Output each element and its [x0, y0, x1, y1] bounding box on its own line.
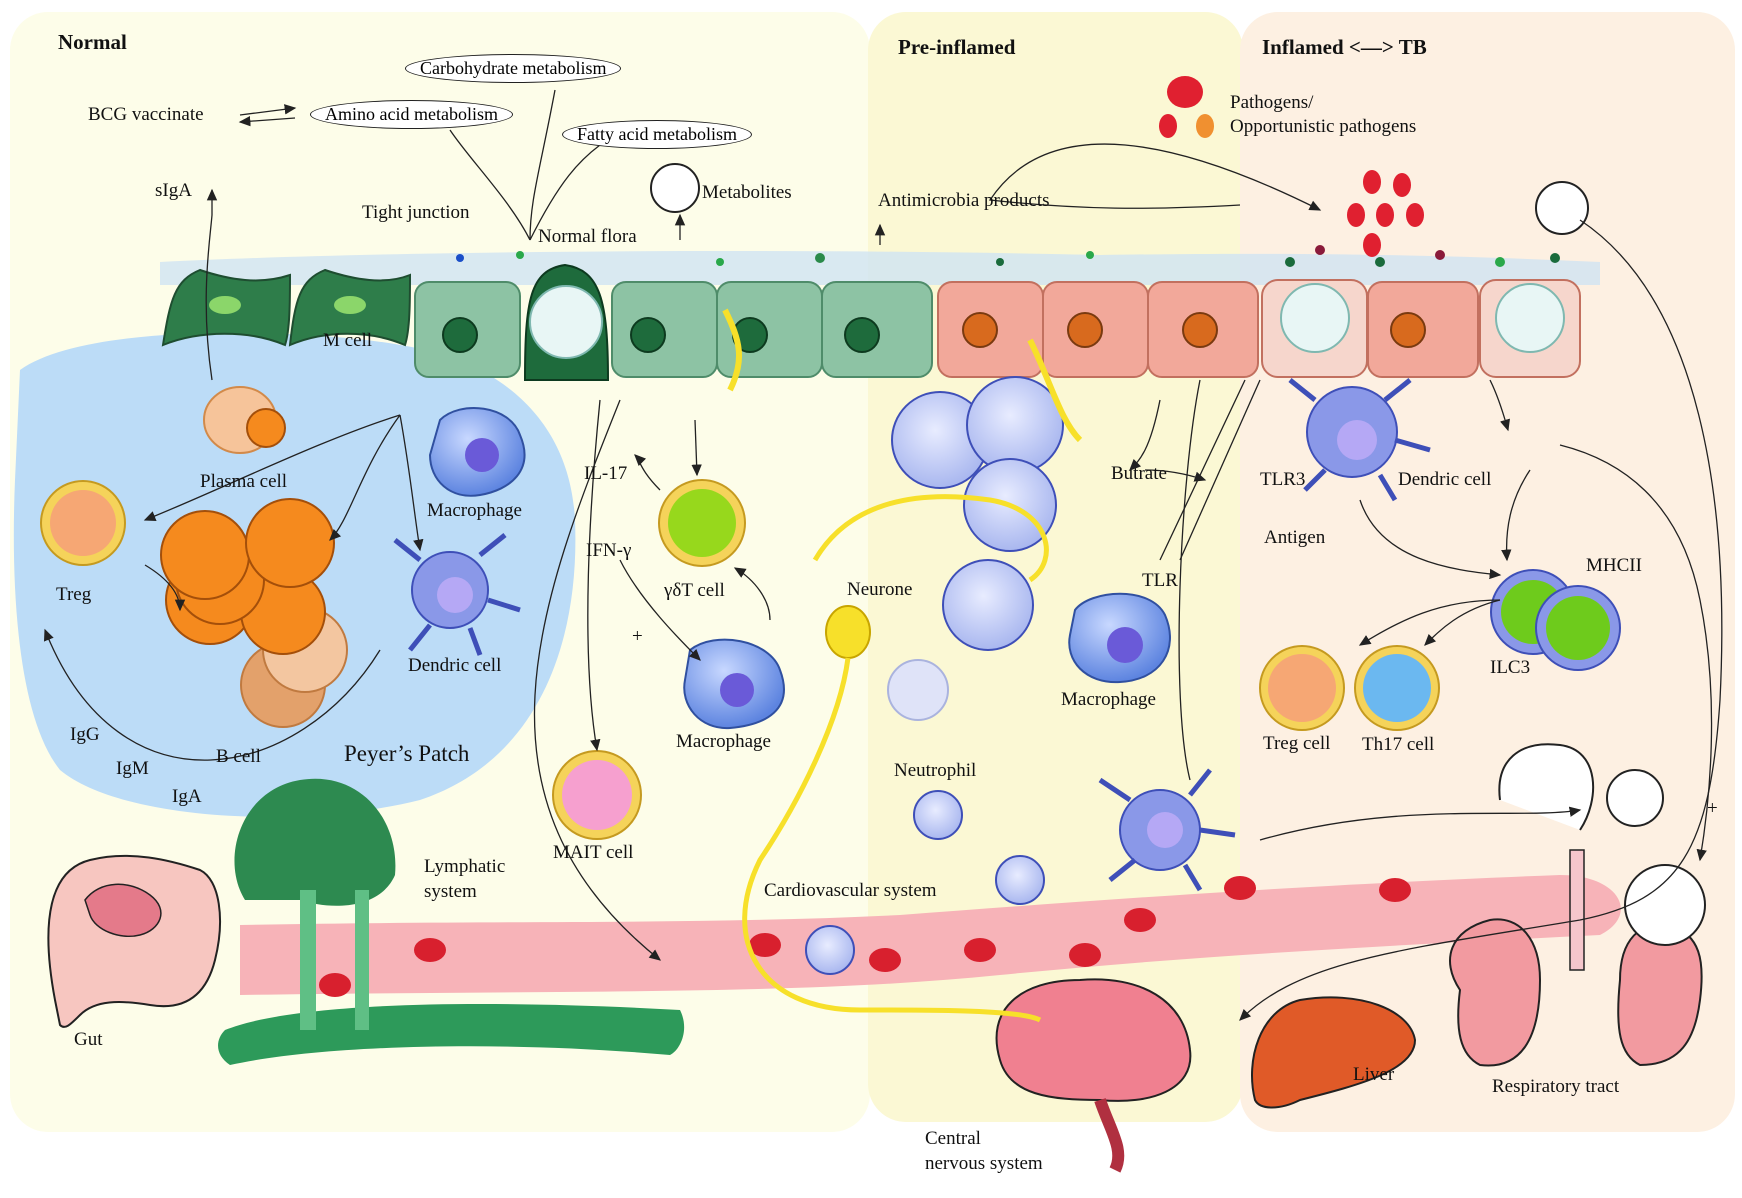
metabolites-label: Metabolites [702, 182, 792, 203]
macrophage-mid [683, 638, 785, 730]
gdt-cell [658, 479, 746, 567]
cns-label-1: Central [925, 1128, 981, 1149]
bcg-vaccinate-label: BCG vaccinate [88, 104, 204, 125]
plus-sign-2: + [1707, 798, 1718, 819]
neutrophil-cluster [805, 376, 1064, 975]
dendritic-inset [1624, 864, 1706, 946]
metabolites-inset [650, 163, 700, 213]
neuron-illustration [722, 308, 1083, 1023]
macrophage-pp-label: Macrophage [427, 500, 522, 521]
lymph-node [218, 778, 685, 1065]
plus-sign-1: + [632, 626, 643, 647]
pathogen-cluster [1159, 76, 1424, 257]
antigen-label: Antigen [1264, 527, 1326, 548]
mait-cell [552, 750, 642, 840]
panel-title-pre-inflamed: Pre-inflamed [898, 35, 1016, 59]
dendritic-cell-pp [393, 533, 521, 656]
neutrophil-label: Neutrophil [894, 760, 977, 781]
red-blood-cells [319, 876, 1411, 997]
mucus-layer [160, 250, 1600, 285]
pathogens-label-2: Opportunistic pathogens [1230, 116, 1417, 137]
iga-label: IgA [172, 786, 202, 807]
blood-vessel [240, 875, 1621, 995]
treg-cell-pp [40, 480, 126, 566]
macrophage-pp [428, 407, 526, 497]
macrophage-mid-label: Macrophage [676, 731, 771, 752]
dendritic-cell-inflamed [1288, 378, 1431, 502]
respiratory-tract-label: Respiratory tract [1492, 1076, 1620, 1097]
lymphatic-system-label-2: system [424, 881, 477, 902]
gut-label: Gut [74, 1029, 103, 1050]
macrophage-pre-label: Macrophage [1061, 689, 1156, 710]
panel-title-inflamed: Inflamed <—> TB [1262, 35, 1427, 59]
ilc3-label: ILC3 [1490, 657, 1531, 678]
brain-illustration [995, 978, 1192, 1173]
liver-label: Liver [1353, 1064, 1395, 1085]
b-cell-cluster [160, 498, 348, 728]
siga-label: sIgA [155, 180, 192, 201]
m-cell-label: M cell [323, 330, 373, 351]
plasma-cell [203, 386, 286, 454]
b-cell-label: B cell [216, 746, 261, 767]
dendric-cell-inflamed-label: Dendric cell [1398, 469, 1492, 490]
pathogens-label-1: Pathogens/ [1230, 92, 1314, 113]
macrophage-pre [1068, 592, 1171, 684]
microbe-dots [456, 245, 1560, 267]
ifn-gamma-label: IFN-γ [586, 540, 632, 561]
tlr3-label: TLR3 [1260, 469, 1306, 490]
panel-title-normal: Normal [58, 30, 127, 54]
plasma-cell-label: Plasma cell [200, 471, 288, 492]
cns-label-2: nervous system [925, 1153, 1043, 1174]
normal-flora-label: Normal flora [538, 226, 637, 247]
gut-illustration [47, 854, 221, 1028]
mait-cell-label: MAIT cell [553, 842, 634, 863]
tight-junction-label: Tight junction [362, 202, 470, 223]
m-cells [161, 268, 412, 347]
treg-th17-cells [1259, 645, 1440, 731]
dendritic-cell-pre [1098, 768, 1236, 892]
cardiovascular-system-label: Cardiovascular system [764, 880, 937, 901]
treg-cell-label: Treg cell [1263, 733, 1331, 754]
normal-epithelium [414, 263, 933, 381]
antimicrobial-products-label: Antimicrobia products [878, 190, 1050, 211]
igg-label: IgG [70, 724, 100, 745]
tlr-label: TLR [1142, 570, 1178, 591]
peyers-patch-label: Peyer’s Patch [344, 741, 470, 766]
pathogen-inset-mid [1606, 769, 1664, 827]
dendric-cell-pp-label: Dendric cell [408, 655, 502, 676]
carbohydrate-metabolism-oval: Carbohydrate metabolism [405, 54, 622, 83]
mhcii-label: MHCII [1586, 555, 1642, 576]
neurone-label: Neurone [847, 579, 913, 600]
liver-illustration [1251, 996, 1417, 1109]
il17-label: IL-17 [584, 463, 628, 484]
ilc3-cells [1490, 569, 1621, 671]
th17-cell-label: Th17 cell [1362, 734, 1435, 755]
pathogen-inset-top [1535, 181, 1589, 235]
gdt-cell-label: γδT cell [664, 580, 725, 601]
lymphatic-system-label-1: Lymphatic [424, 856, 506, 877]
amino-acid-metabolism-oval: Amino acid metabolism [310, 100, 513, 129]
butrate-label: Butrate [1111, 463, 1167, 484]
inflamed-epithelium [937, 279, 1581, 378]
igm-label: IgM [116, 758, 149, 779]
connector-arrows [43, 89, 1723, 1021]
fatty-acid-metabolism-oval: Fatty acid metabolism [562, 120, 752, 149]
treg-label: Treg [56, 584, 92, 605]
